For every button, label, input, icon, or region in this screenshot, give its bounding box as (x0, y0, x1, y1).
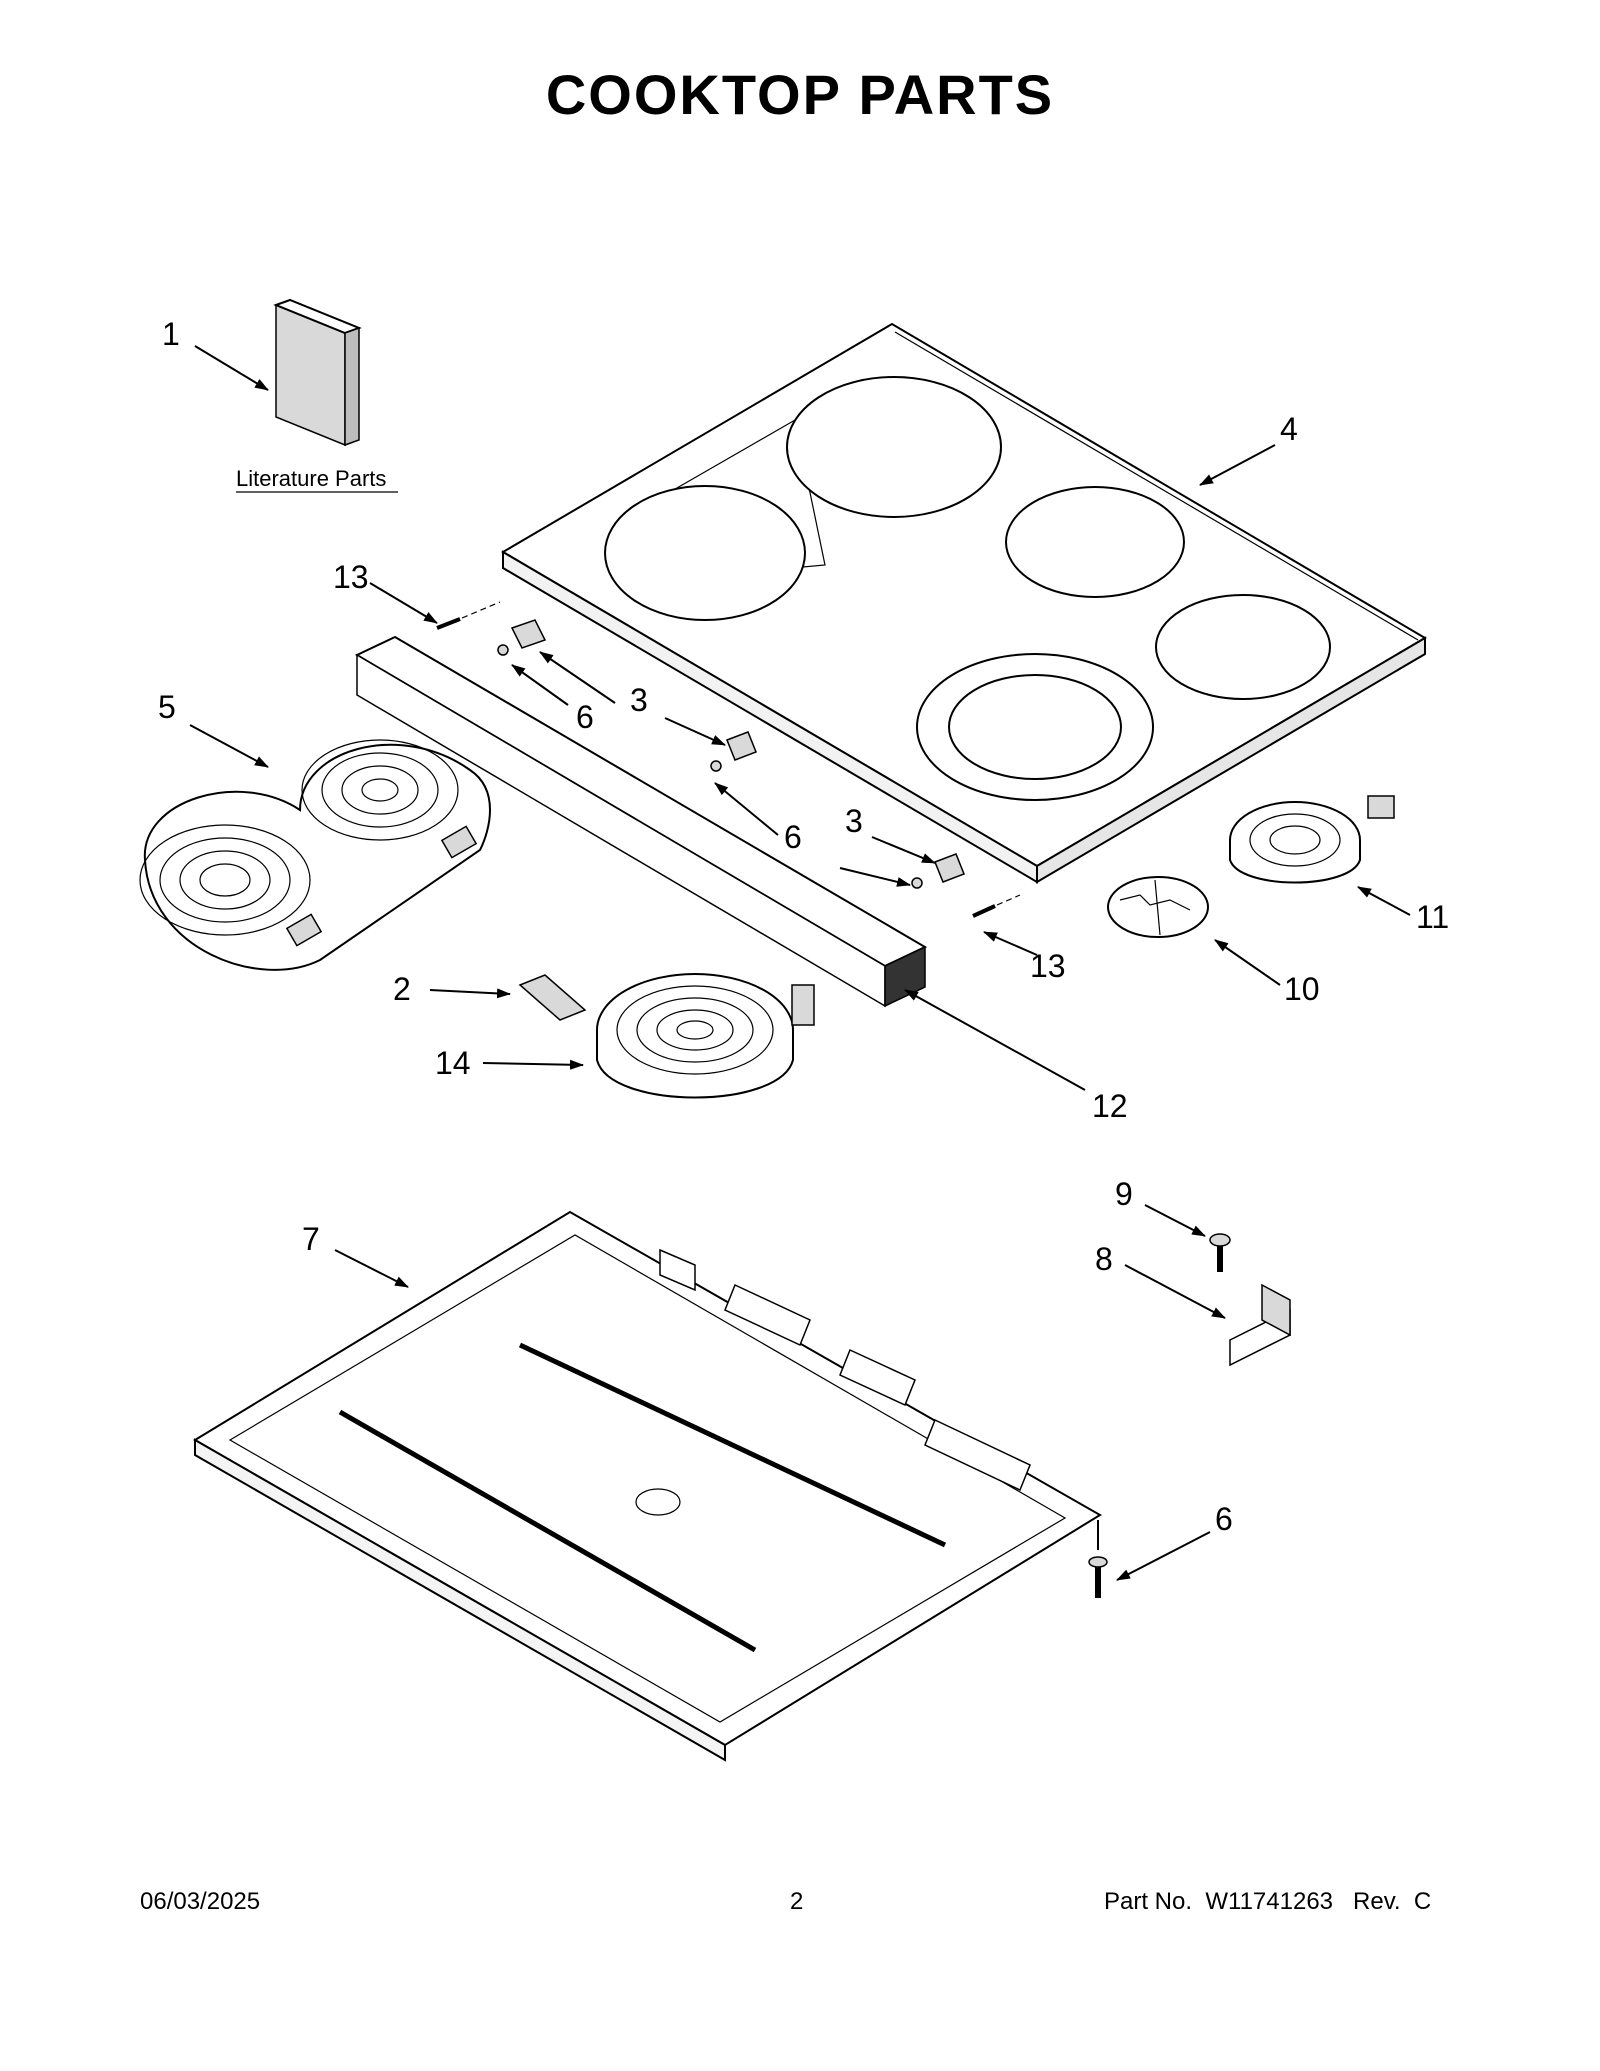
callout-2: 2 (393, 971, 411, 1007)
element-spacer-disc[interactable] (1107, 876, 1209, 938)
callout-7: 7 (302, 1221, 320, 1257)
clip-bracket-right[interactable] (934, 853, 965, 883)
callout-4: 4 (1280, 411, 1298, 447)
callout-8: 8 (1095, 1241, 1113, 1277)
screw-6a[interactable] (497, 644, 509, 656)
callout-13-bottom: 13 (1030, 948, 1066, 984)
callout-1: 1 (162, 316, 180, 352)
burner-box-tray[interactable] (193, 1210, 1102, 1762)
clip-bracket-left[interactable] (510, 619, 547, 649)
callout-14: 14 (435, 1045, 471, 1081)
callout-12: 12 (1092, 1088, 1128, 1124)
radiant-element-right[interactable] (1229, 795, 1395, 884)
footer-date: 06/03/2025 (140, 1888, 261, 1915)
footer-part-number: Part No. W11741263 Rev. C (1104, 1888, 1432, 1915)
mounting-bracket[interactable] (1229, 1283, 1291, 1367)
radiant-element-center[interactable] (596, 973, 815, 1099)
callout-13-top: 13 (333, 559, 369, 595)
screw-6c[interactable] (911, 877, 923, 889)
clip-bracket-middle[interactable] (726, 731, 757, 761)
callout-9: 9 (1115, 1176, 1133, 1212)
footer-page-number: 2 (790, 1888, 804, 1915)
callout-6-upper-left: 6 (576, 699, 594, 735)
literature-parts-booklet[interactable] (273, 298, 362, 447)
page-title: COOKTOP PARTS (545, 63, 1055, 126)
burner-box-screw[interactable] (1088, 1520, 1108, 1598)
screw-bottom-right[interactable] (972, 894, 1021, 918)
leader-arrows (189, 345, 1411, 1581)
element-clip[interactable] (518, 974, 587, 1021)
dual-radiant-element[interactable] (139, 739, 491, 971)
literature-parts-label: Literature Parts (236, 466, 386, 491)
cooktop-glass-top[interactable] (501, 322, 1427, 884)
screw-top-left[interactable] (436, 601, 501, 630)
callout-3-lower: 3 (845, 803, 863, 839)
callout-11: 11 (1416, 899, 1449, 935)
bracket-screw[interactable] (1209, 1233, 1231, 1272)
callout-6-middle: 6 (784, 819, 802, 855)
callout-6-lower: 6 (1215, 1501, 1233, 1537)
screw-6b[interactable] (710, 760, 722, 772)
callout-10: 10 (1284, 971, 1320, 1007)
callout-3-upper: 3 (630, 682, 648, 718)
callout-5: 5 (158, 689, 176, 725)
